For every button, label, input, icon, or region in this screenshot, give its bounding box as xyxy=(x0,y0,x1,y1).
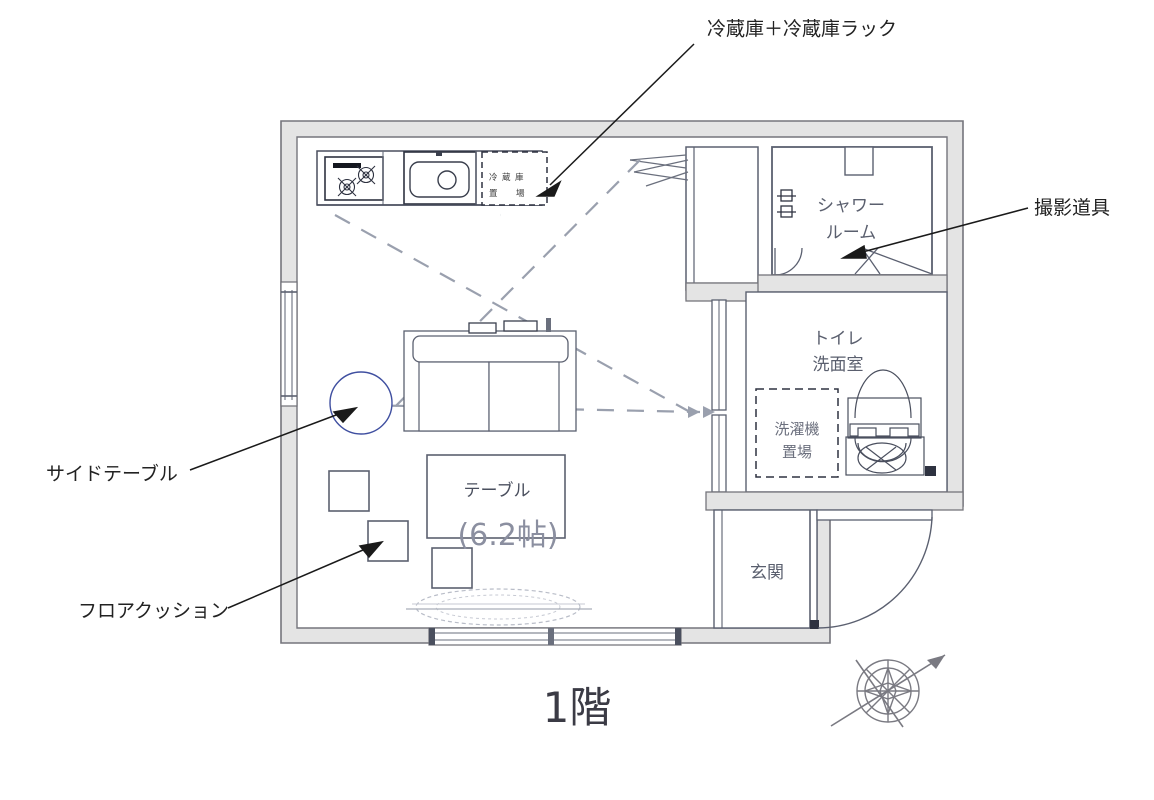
toilet-door xyxy=(711,299,727,411)
entrance-door-swing xyxy=(816,509,933,629)
bottom-window xyxy=(428,627,682,646)
washer-space-label-line1: 洗濯機 xyxy=(774,420,819,438)
shower-wall-marking xyxy=(777,189,796,218)
rug xyxy=(406,588,592,626)
floor-cushion-3 xyxy=(431,547,473,589)
entrance-label: 玄関 xyxy=(750,563,784,583)
table: テーブル xyxy=(426,454,566,539)
washer-space-box: 洗濯機 置場 xyxy=(755,388,839,478)
north-arrow-icon xyxy=(830,654,946,728)
toilet-washroom-label-line1: トイレ xyxy=(813,329,864,349)
left-window xyxy=(280,281,298,407)
compass-rose xyxy=(830,654,946,728)
refrigerator-space-label-row1: 冷 xyxy=(489,172,498,183)
shower-room-label-line2: ルーム xyxy=(826,223,877,243)
side-table xyxy=(329,371,393,435)
annotation-label-fridge-rack: 冷蔵庫＋冷蔵庫ラック xyxy=(707,18,897,40)
floor-cushion-1 xyxy=(328,470,370,512)
table-label: テーブル xyxy=(464,480,531,501)
floor-cushions xyxy=(328,470,473,589)
leader-floor-cushion xyxy=(227,546,371,609)
entrance: 玄関 xyxy=(713,509,933,629)
refrigerator-space-box: 冷 蔵 庫 置 場 xyxy=(481,151,548,206)
leader-photo-equipment xyxy=(854,207,1029,255)
toilet-washroom: トイレ 洗面室 洗濯機 置場 xyxy=(711,291,948,493)
sink-icon xyxy=(403,151,477,205)
sofa xyxy=(403,318,577,432)
refrigerator-space-label-row1b: 蔵 xyxy=(502,172,511,183)
washer-space-label-line2: 置場 xyxy=(782,443,812,461)
floor-cushion-2 xyxy=(367,520,409,562)
refrigerator-space-label-row2: 置 xyxy=(489,189,498,199)
annotation-label-photo-equipment: 撮影道具 xyxy=(1034,197,1110,219)
sight-lines xyxy=(334,159,701,431)
shower-room-label-line1: シャワー xyxy=(817,196,885,216)
leader-side-table xyxy=(189,411,345,471)
refrigerator-space-label-row1c: 庫 xyxy=(515,172,524,183)
refrigerator-space-label-row2b: 場 xyxy=(516,188,525,199)
room-size-label: (6.2帖) xyxy=(457,518,558,553)
toilet-door-2 xyxy=(711,414,727,493)
annotation-label-floor-cushion: フロアクッション xyxy=(78,600,229,622)
annotation-label-side-table: サイドテーブル xyxy=(46,462,178,485)
gas-stove-icon xyxy=(324,156,384,201)
leader-fridge-rack xyxy=(549,43,695,186)
entrance-top-wall xyxy=(705,491,964,511)
annotation-leaders xyxy=(189,43,1029,609)
toilet-washroom-label-line2: 洗面室 xyxy=(813,355,864,375)
kitchen-counter xyxy=(316,150,543,206)
vanity-and-toilet-icon xyxy=(845,369,936,476)
floor-label: 1階 xyxy=(543,683,612,732)
sight-line-arrows xyxy=(688,406,715,418)
